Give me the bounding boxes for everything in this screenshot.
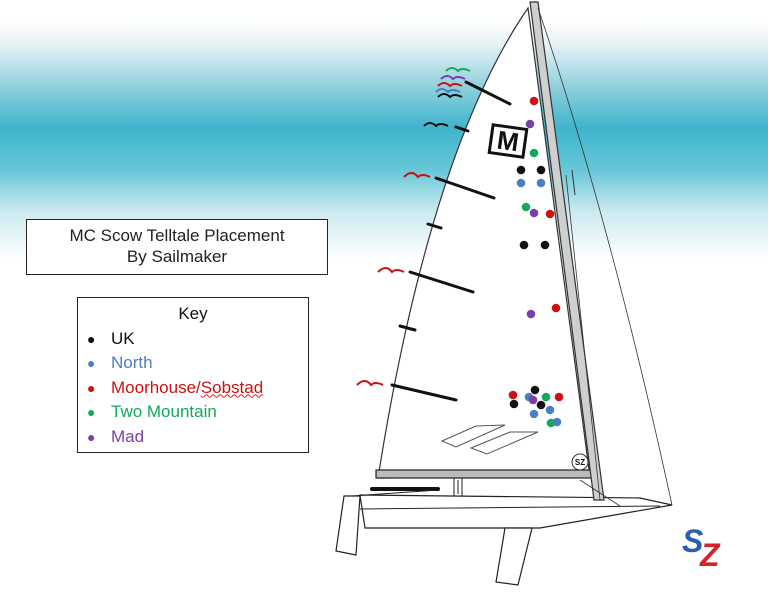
- telltale-dot: [529, 96, 539, 106]
- mast: [529, 1, 605, 501]
- telltale-dot: [529, 148, 539, 158]
- key-item-label: UK: [111, 328, 135, 348]
- telltale-dot: [516, 178, 526, 188]
- svg-text:M: M: [495, 125, 521, 158]
- svg-text:S: S: [682, 523, 704, 559]
- telltale-dot: [540, 240, 550, 250]
- bullet-icon: ●: [87, 404, 96, 420]
- mainsail: [377, 6, 591, 479]
- svg-text:Z: Z: [699, 537, 721, 573]
- sail-insignia: M: [487, 123, 529, 159]
- telltale-dot: [526, 309, 536, 319]
- key-legend: Key ● UK ● North ● Moorhouse/Sobstad ● T…: [77, 297, 309, 453]
- telltale-dot: [545, 405, 555, 415]
- telltale-dot: [536, 178, 546, 188]
- telltale-dot: [529, 208, 539, 218]
- diagram-title: MC Scow Telltale Placement: [69, 226, 285, 245]
- telltale-dot: [519, 240, 529, 250]
- luff-telltales: [356, 67, 471, 387]
- key-item-label: Mad: [111, 426, 145, 446]
- telltale-dot: [509, 399, 519, 409]
- diagram-title-box: MC Scow Telltale Placement By Sailmaker: [26, 219, 328, 275]
- telltale-dot: [525, 119, 535, 129]
- key-list: ● UK ● North ● Moorhouse/Sobstad ● Two M…: [78, 327, 308, 450]
- telltale-dot: [508, 390, 518, 400]
- key-item-mad: ● Mad: [87, 425, 308, 450]
- key-item-north: ● North: [87, 351, 308, 376]
- bullet-icon: ●: [87, 428, 96, 445]
- telltale-dot: [536, 165, 546, 175]
- key-item-moorhouse-sobstad: ● Moorhouse/Sobstad: [87, 376, 308, 401]
- telltale-dot: [536, 400, 546, 410]
- telltale-dot: [516, 165, 526, 175]
- hull: [335, 478, 673, 586]
- bullet-icon: ●: [87, 355, 96, 371]
- telltale-dot: [551, 303, 561, 313]
- telltale-dot: [552, 417, 562, 427]
- key-item-label: North: [111, 353, 153, 372]
- bullet-icon: ●: [87, 379, 96, 396]
- sz-logo: S Z: [682, 523, 721, 573]
- telltale-dot: [554, 392, 564, 402]
- leech-telltales: [508, 96, 564, 428]
- key-item-two-mountain: ● Two Mountain: [87, 400, 308, 425]
- key-item-label-sobstad: Sobstad: [200, 377, 264, 397]
- key-item-uk: ● UK: [87, 327, 308, 352]
- battens: [390, 80, 512, 402]
- boom: [375, 469, 595, 479]
- diagram-subtitle: By Sailmaker: [126, 247, 228, 266]
- telltale-dot: [521, 202, 531, 212]
- telltale-dot: [529, 409, 539, 419]
- centerboard: [495, 527, 533, 586]
- key-item-label: Two Mountain: [111, 402, 217, 421]
- bullet-icon: ●: [87, 330, 96, 347]
- rudder: [335, 495, 361, 556]
- key-heading: Key: [178, 304, 208, 323]
- key-item-label: Moorhouse/: [111, 377, 201, 397]
- sz-badge: SZ: [571, 453, 589, 471]
- telltale-dot: [530, 385, 540, 395]
- svg-text:SZ: SZ: [575, 458, 585, 467]
- telltale-dot: [528, 395, 538, 405]
- telltale-dot: [541, 392, 551, 402]
- telltale-dot: [545, 209, 555, 219]
